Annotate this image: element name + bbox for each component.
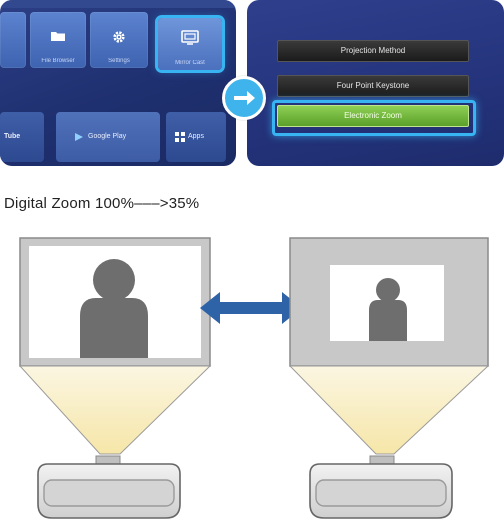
- light-beam-left: [18, 365, 212, 455]
- person-silhouette-large: [80, 259, 148, 358]
- tile-mirror-cast[interactable]: Mirror Cast: [158, 18, 222, 70]
- keystone-menu-panel: Projection Method Four Point Keystone El…: [247, 0, 504, 166]
- tile-google-play-label: Google Play: [88, 133, 127, 140]
- menu-focus-highlight: [272, 100, 476, 136]
- tile-apps[interactable]: Apps: [166, 112, 226, 162]
- folder-icon: [51, 32, 65, 41]
- menu-item-projection-method[interactable]: Projection Method: [277, 40, 469, 62]
- top-strip: [0, 0, 236, 8]
- tile-mirror-cast-label: Mirror Cast: [175, 60, 205, 66]
- person-silhouette-small: [369, 278, 407, 341]
- partial-tile-left[interactable]: [0, 12, 26, 68]
- tile-apps-label: Apps: [188, 133, 204, 140]
- partial-tile-video-label: Tube: [4, 133, 21, 140]
- projection-full-size: [18, 237, 212, 455]
- projection-reduced-size: [288, 237, 490, 455]
- projector-left: [37, 455, 181, 519]
- tile-file-browser-label: File Browser: [41, 58, 75, 64]
- tile-file-browser[interactable]: File Browser: [30, 12, 86, 68]
- home-screen-panel: File Browser Settings Mirror Cast Tube G…: [0, 0, 236, 166]
- zoom-illustration: [18, 237, 490, 519]
- light-beam-right: [288, 365, 490, 455]
- apps-grid-icon: [175, 132, 185, 142]
- screen-mirror-icon: [181, 30, 199, 45]
- gear-icon: [113, 31, 125, 43]
- projector-right: [309, 455, 453, 519]
- menu-item-four-point-keystone[interactable]: Four Point Keystone: [277, 75, 469, 97]
- zoom-caption: Digital Zoom 100%–––>35%: [4, 195, 200, 212]
- menu-item-electronic-zoom[interactable]: Electronic Zoom: [277, 105, 469, 127]
- tile-settings[interactable]: Settings: [90, 12, 148, 68]
- partial-tile-video[interactable]: Tube: [0, 112, 44, 162]
- tile-settings-label: Settings: [108, 58, 130, 64]
- next-step-arrow-icon: [222, 76, 266, 120]
- tile-google-play[interactable]: Google Play: [56, 112, 160, 162]
- compare-double-arrow-icon: [200, 292, 302, 324]
- play-store-icon: [75, 133, 83, 141]
